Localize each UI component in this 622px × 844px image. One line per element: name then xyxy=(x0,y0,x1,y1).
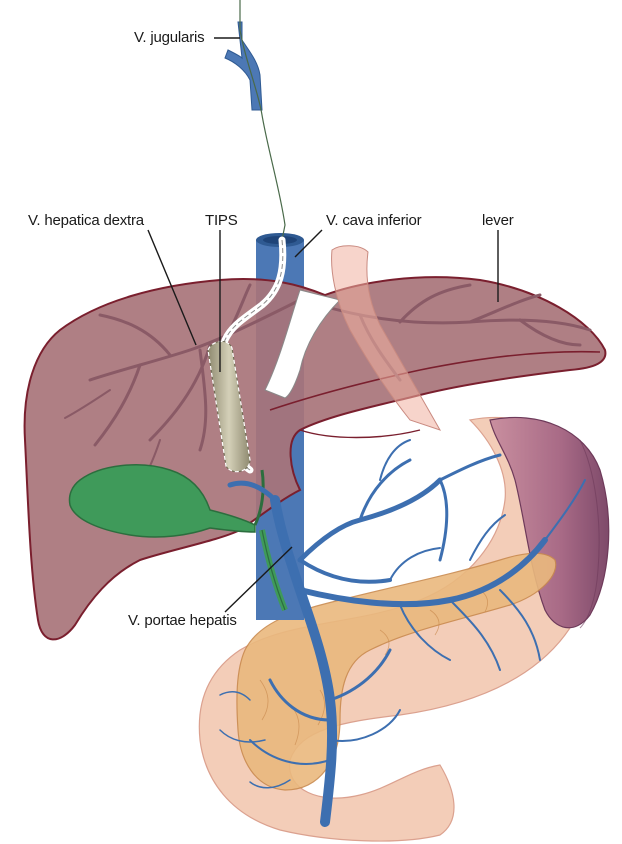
label-tips: TIPS xyxy=(205,212,238,230)
label-lever: lever xyxy=(482,212,514,230)
jugular-vein xyxy=(225,22,262,110)
label-portae-hepatis: V. portae hepatis xyxy=(128,612,237,630)
label-hepatica-dextra: V. hepatica dextra xyxy=(28,212,144,230)
catheter-wire xyxy=(240,0,285,240)
label-jugularis: V. jugularis xyxy=(134,29,204,47)
label-cava-inferior: V. cava inferior xyxy=(326,212,421,230)
